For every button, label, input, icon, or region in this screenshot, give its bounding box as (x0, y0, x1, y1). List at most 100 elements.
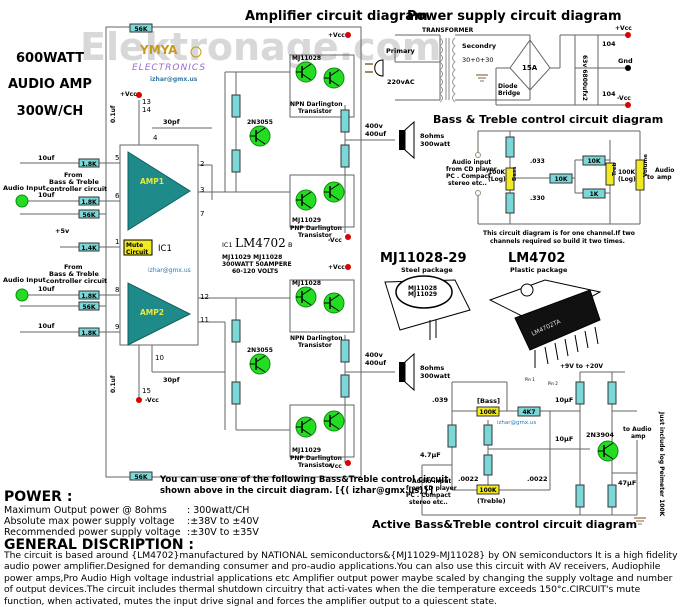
speaker-watt: 300watt (420, 140, 450, 148)
speaker-icon (399, 130, 405, 150)
cap-out-voltage: 400v (365, 122, 384, 130)
driver-transistor-icon (249, 353, 271, 375)
amp2-label: AMP2 (140, 308, 164, 317)
cap-10uf: 10uf (38, 285, 55, 293)
resistor-1.8k: 1.8K (81, 161, 97, 168)
resistor-5k6 (483, 454, 493, 476)
amp1-triangle (127, 151, 191, 231)
vcc-neg-terminal-icon (345, 460, 351, 466)
resistor-56k: 56K (135, 26, 148, 33)
bt-input-label: Audio input (452, 159, 491, 166)
vcc-neg-label: -Vcc (328, 237, 342, 244)
secondary-voltage: 30+0+30 (462, 56, 494, 64)
power-title: POWER : (4, 489, 73, 505)
power-supply-wires (394, 34, 628, 106)
speaker-watt: 300watt (420, 372, 450, 380)
diode-label: Diode (498, 83, 518, 90)
npn-label: NPN Darlington (290, 101, 342, 108)
logo-email: izhar@gmx.us (150, 76, 198, 83)
pnp-transistor-icon (295, 416, 317, 438)
bass-pot (505, 167, 515, 191)
mj-package-sub: Steel package (401, 266, 453, 274)
ac-plug-icon (374, 59, 384, 77)
resistor-1.8k: 1.8K (81, 293, 97, 300)
bass-treble-note: You can use one of the following Bass&Tr… (160, 475, 448, 497)
ic-suffix: B (288, 241, 292, 249)
audio-amp-label: Audio (655, 167, 674, 174)
amplifier-wires (20, 26, 395, 478)
npn-label: NPN Darlington (290, 335, 342, 342)
pin-15: 15 (142, 387, 151, 395)
volume-pot-label: Volume (643, 154, 649, 177)
ground-icon (475, 74, 489, 82)
transistor-label: Transistor (298, 232, 332, 239)
pnp-darlington-box-top (289, 174, 355, 228)
pnp-transistor-icon (295, 189, 317, 211)
to-audio-amp: amp (631, 433, 646, 440)
ic-voltage: 60-120 VOLTS (232, 268, 278, 275)
bt-input-label: stereo etc.. (448, 180, 487, 187)
bass-pot-value: 100K (479, 409, 497, 416)
bt-input-label: from CD player (446, 166, 497, 173)
resistor-4k7 (517, 406, 541, 417)
ic-rating: 300WATT 50AMPERE (222, 261, 292, 268)
logo: YMYA ELECTRONICS izhar@gmx.us (132, 43, 205, 83)
spec-value: : 300watt/CH (187, 505, 250, 516)
npn-transistor-icon (323, 292, 345, 314)
note-line-1: You can use one of the following Bass&Tr… (160, 475, 449, 485)
pin-4: 4 (153, 134, 158, 142)
resistor-8k2 (607, 484, 617, 508)
treble-pot-value: 100K (618, 169, 636, 176)
lm-package-drawing: LM4702TA Pin 1 Pin 2 (488, 279, 602, 386)
active-input: stereo etc.. (409, 499, 448, 506)
ic1-label: IC1 (158, 244, 172, 254)
resistor-1k (582, 188, 606, 199)
vcc-pos-terminal-icon (345, 32, 351, 38)
gnd-terminal-icon (625, 65, 631, 71)
pin-9: 9 (115, 323, 119, 331)
ps-gnd-label: Gnd (618, 57, 633, 65)
pot-note: Just include log Peimeter 100K (658, 411, 665, 517)
cap-104: 104 (602, 90, 616, 98)
active-input: PC . Compact (406, 492, 451, 499)
vcc-pos-label: +Vcc (328, 264, 345, 271)
vcc-pos-label: +Vcc (120, 91, 137, 98)
cap-30pf: 30pf (163, 376, 180, 384)
vcc-neg-terminal-icon (625, 102, 631, 108)
audio-amp-label: amp (657, 174, 672, 181)
amp-email: izhar@gmx.us (148, 267, 191, 274)
pnp-label: PNP Darlington (290, 455, 342, 462)
input-terminal-icon (475, 190, 481, 196)
treble-label: (Treble) (477, 497, 506, 505)
pnp-part-label: MJ11029 (292, 217, 321, 224)
logo-signal-icon (190, 46, 202, 58)
resistor-56k: 56K (83, 304, 96, 311)
pnp-darlington-box-bottom (289, 404, 355, 458)
transistor-label: 2N3904 (586, 431, 615, 439)
headline-line3: 300W/CH (17, 104, 84, 119)
active-input: from CD player (406, 485, 457, 492)
amp2-triangle (127, 282, 192, 346)
pin-3: 3 (200, 186, 204, 194)
mute-circuit-box (123, 239, 153, 256)
audio-input-label: Audio Input (3, 184, 46, 192)
resistor-10k (582, 155, 606, 166)
from-label: controller circuit (46, 277, 107, 285)
amp1-label: AMP1 (140, 177, 164, 186)
cap-47uf: 47µF (618, 479, 636, 487)
general-description: The circuit is based around {LM4702}manu… (4, 550, 678, 607)
mj-mark-1: MJ11028 (408, 285, 437, 292)
pin2-label: Pin 2 (548, 381, 558, 386)
power-supply-title: Power supply circuit diagram (407, 9, 622, 24)
vcc-pos-terminal-icon (625, 32, 631, 38)
bass-pot-value: 100K (488, 169, 506, 176)
resistor-1.8k: 1.8K (81, 199, 97, 206)
pnp-label: PNP Darlington (290, 225, 342, 232)
ac-voltage-label: 220vAC (387, 78, 415, 86)
npn-part-label: MJ11028 (292, 55, 321, 62)
bass-label: [Bass] (477, 397, 500, 405)
amplifier-title: Amplifier circuit diagram (245, 9, 428, 24)
cap-4.7uf: 4.7µF (420, 451, 441, 459)
bass-treble-title: Bass & Treble control circuit diagram (433, 113, 663, 126)
